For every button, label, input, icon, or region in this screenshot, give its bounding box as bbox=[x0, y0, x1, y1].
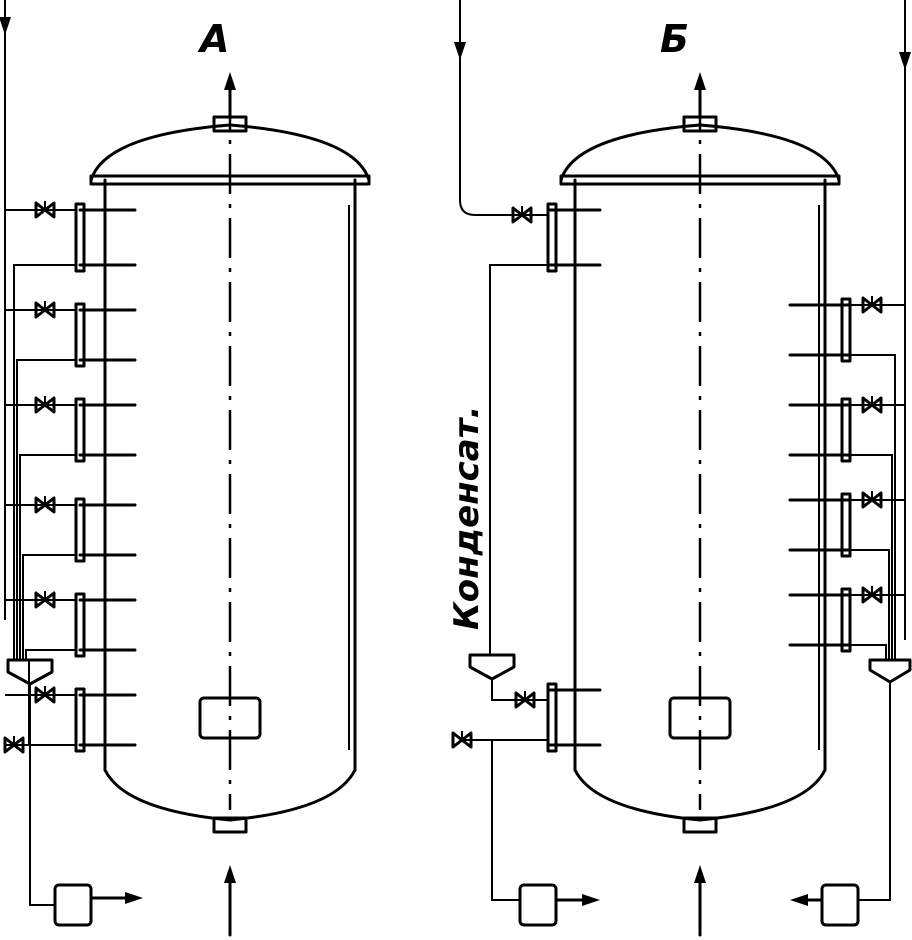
drain-line bbox=[850, 549, 890, 660]
arrow-head-icon bbox=[125, 892, 143, 904]
water-gauge-manifold bbox=[840, 297, 852, 363]
steam-supply-line bbox=[459, 0, 548, 216]
bottom-inlet-nozzle bbox=[212, 816, 248, 834]
valve-body bbox=[34, 201, 56, 219]
valve-icon bbox=[861, 586, 883, 604]
drain-line bbox=[25, 649, 76, 660]
valve-body bbox=[861, 491, 883, 509]
bottom-inlet-nozzle bbox=[682, 816, 718, 834]
arrow-head-icon bbox=[694, 865, 706, 883]
water-gauge-manifold bbox=[74, 202, 86, 273]
vessel-b bbox=[451, 0, 912, 937]
label-vessel-b: Б bbox=[660, 17, 689, 61]
drain-line bbox=[491, 740, 520, 901]
valve-icon bbox=[861, 396, 883, 414]
valve-icon bbox=[34, 591, 56, 609]
manhole-hatch bbox=[198, 696, 262, 740]
arrow-head-icon bbox=[224, 865, 236, 883]
vessel-bottom-head bbox=[573, 768, 827, 822]
valve-icon bbox=[3, 736, 25, 754]
manhole-hatch bbox=[668, 696, 732, 740]
valve-body bbox=[3, 736, 25, 754]
valve-icon bbox=[34, 396, 56, 414]
trap-drain-line bbox=[29, 684, 55, 906]
drain-line bbox=[16, 359, 76, 660]
collector-box bbox=[53, 883, 93, 927]
arrow-head-icon bbox=[224, 72, 236, 90]
arrow-head-icon bbox=[790, 894, 808, 906]
collector-box bbox=[518, 883, 558, 927]
arrow-head-icon bbox=[694, 72, 706, 90]
drain-line bbox=[22, 554, 76, 660]
water-gauge-manifold bbox=[74, 397, 86, 463]
drain-line bbox=[850, 454, 893, 660]
valve-icon bbox=[34, 301, 56, 319]
collector-box bbox=[820, 883, 860, 927]
trap-drain-line bbox=[858, 682, 891, 901]
drain-line bbox=[850, 354, 896, 660]
drain-line bbox=[19, 454, 76, 660]
valve-icon bbox=[451, 731, 473, 749]
water-gauge-manifold bbox=[74, 302, 86, 368]
valve-body bbox=[34, 396, 56, 414]
water-gauge-manifold bbox=[74, 592, 86, 658]
valve-body bbox=[861, 396, 883, 414]
arrow-head-icon bbox=[0, 17, 11, 35]
valve-body bbox=[861, 586, 883, 604]
water-gauge-manifold bbox=[546, 682, 558, 753]
arrow-head-icon bbox=[582, 894, 600, 906]
condensate-trap bbox=[6, 658, 54, 686]
valve-icon bbox=[861, 296, 883, 314]
trap-line bbox=[491, 679, 548, 701]
arrow-head-icon bbox=[454, 42, 466, 60]
valve-icon bbox=[34, 496, 56, 514]
valve-body bbox=[511, 206, 533, 224]
valve-body bbox=[34, 301, 56, 319]
condensate-trap bbox=[468, 653, 516, 681]
valve-icon bbox=[34, 686, 56, 704]
condensate-return-line bbox=[489, 264, 548, 655]
water-gauge-manifold bbox=[74, 687, 86, 753]
valve-icon bbox=[34, 201, 56, 219]
vessel-bottom-head bbox=[103, 768, 357, 822]
label-vessel-a: А bbox=[197, 17, 229, 61]
condensate-trap bbox=[868, 658, 912, 684]
water-gauge-manifold bbox=[840, 587, 852, 653]
water-gauge-manifold bbox=[840, 397, 852, 463]
valve-body bbox=[34, 686, 56, 704]
valve-icon bbox=[514, 691, 536, 709]
valve-body bbox=[514, 691, 536, 709]
drain-line bbox=[13, 264, 76, 660]
vessel-a bbox=[0, 0, 371, 937]
label-condensate: Конденсат. bbox=[447, 406, 487, 630]
valve-icon bbox=[861, 491, 883, 509]
water-gauge-manifold bbox=[840, 492, 852, 558]
arrow-head-icon bbox=[899, 52, 911, 70]
drain-line bbox=[850, 644, 887, 660]
valve-body bbox=[451, 731, 473, 749]
valve-body bbox=[861, 296, 883, 314]
water-gauge-manifold bbox=[74, 497, 86, 563]
valve-body bbox=[34, 496, 56, 514]
valve-icon bbox=[511, 206, 533, 224]
valve-body bbox=[34, 591, 56, 609]
water-gauge-manifold bbox=[546, 202, 558, 273]
